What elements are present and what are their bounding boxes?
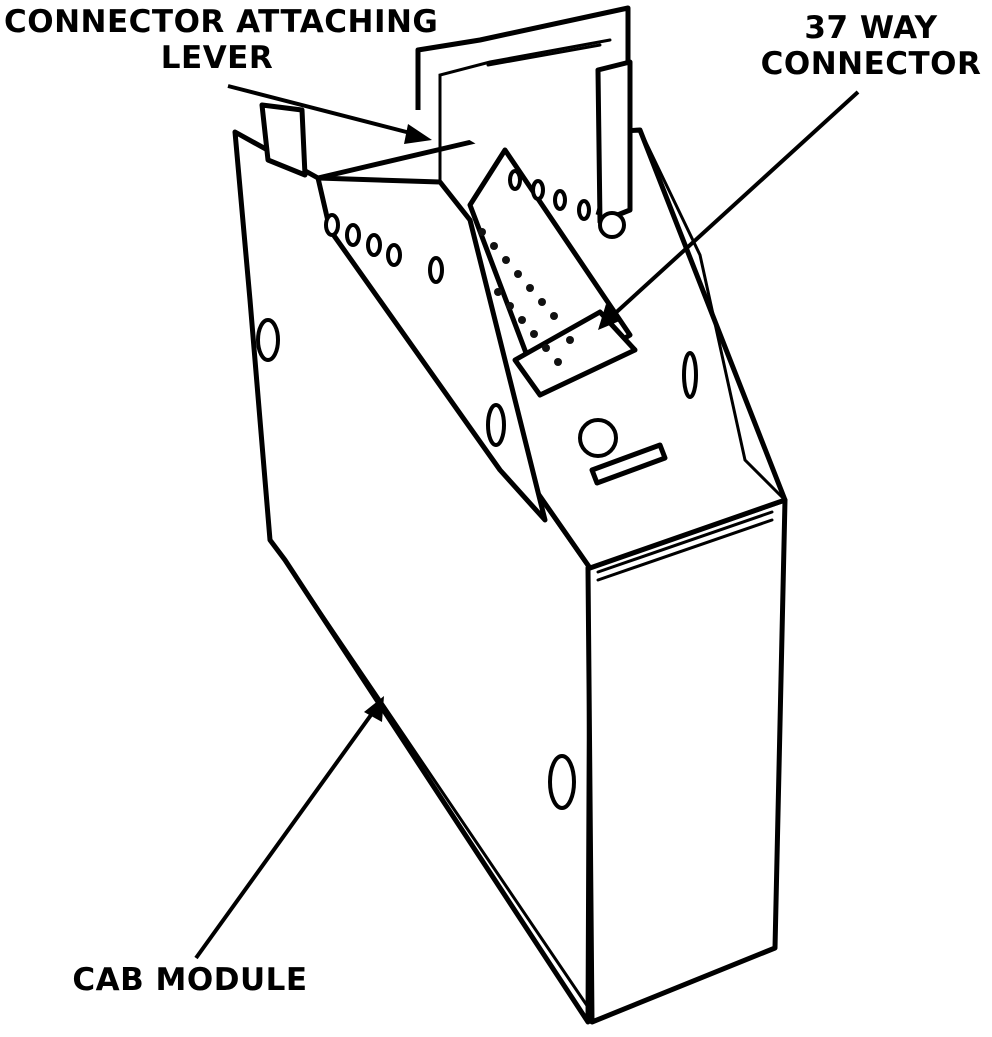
connector-leader-arrow [598,304,622,330]
connector-pin [566,336,574,344]
front-groove-line-2 [596,518,774,582]
connector-pin [478,228,486,236]
connector-rear-hole [531,179,545,201]
front-mounting-hole [548,754,576,810]
bracket-hole [345,223,361,247]
side-mounting-hole [256,318,280,362]
connector-attaching-lever-label: CONNECTOR ATTACHING LEVER [4,4,439,76]
lever-label-line1: CONNECTOR ATTACHING [4,4,439,40]
connector-label-line2: CONNECTOR [760,46,982,82]
left-top-tab [259,102,308,178]
connector-pin [526,284,534,292]
connector-socket-rim [512,309,638,398]
module-leader-line [194,706,378,960]
bracket-hole [428,256,444,284]
lever-leader-arrow [404,124,432,144]
connector-pin [538,298,546,306]
connector-pin [490,242,498,250]
connector-pin [506,302,514,310]
front-groove-line [596,510,774,574]
connector-rear-hole [577,199,591,221]
connector-pin [518,316,526,324]
bracket-hole [366,233,382,257]
cab-module-label: CAB MODULE [72,962,308,998]
lever-label-line2: LEVER [160,40,274,76]
module-front-face [585,497,788,1025]
connector-pin [554,358,562,366]
top-stud [578,418,618,458]
connector-pins [478,228,574,366]
connector-pin [550,312,558,320]
connector-label-line1: 37 WAY [804,10,938,46]
connector-pin [494,288,502,296]
lever-inner-edge [438,38,612,182]
37-way-connector-label: 37 WAY CONNECTOR [760,10,982,82]
top-slot [682,351,698,399]
connector-pin [542,344,550,352]
connector-pin [502,256,510,264]
connector-rear-hole [508,169,522,191]
top-peg [589,442,668,486]
connector-pin [514,270,522,278]
lever-arm [595,59,633,225]
connector-leader-line [608,90,860,320]
lever-slot [486,43,602,67]
module-leader-arrow [364,696,384,722]
lever-pivot [598,211,626,239]
connector-pin [530,330,538,338]
bracket-hole [386,243,402,267]
connector-rear-hole [553,189,567,211]
lever-leader-line [227,84,419,137]
bracket-hole [324,213,340,237]
module-back-edge [638,128,787,502]
bracket-hole [486,403,506,447]
